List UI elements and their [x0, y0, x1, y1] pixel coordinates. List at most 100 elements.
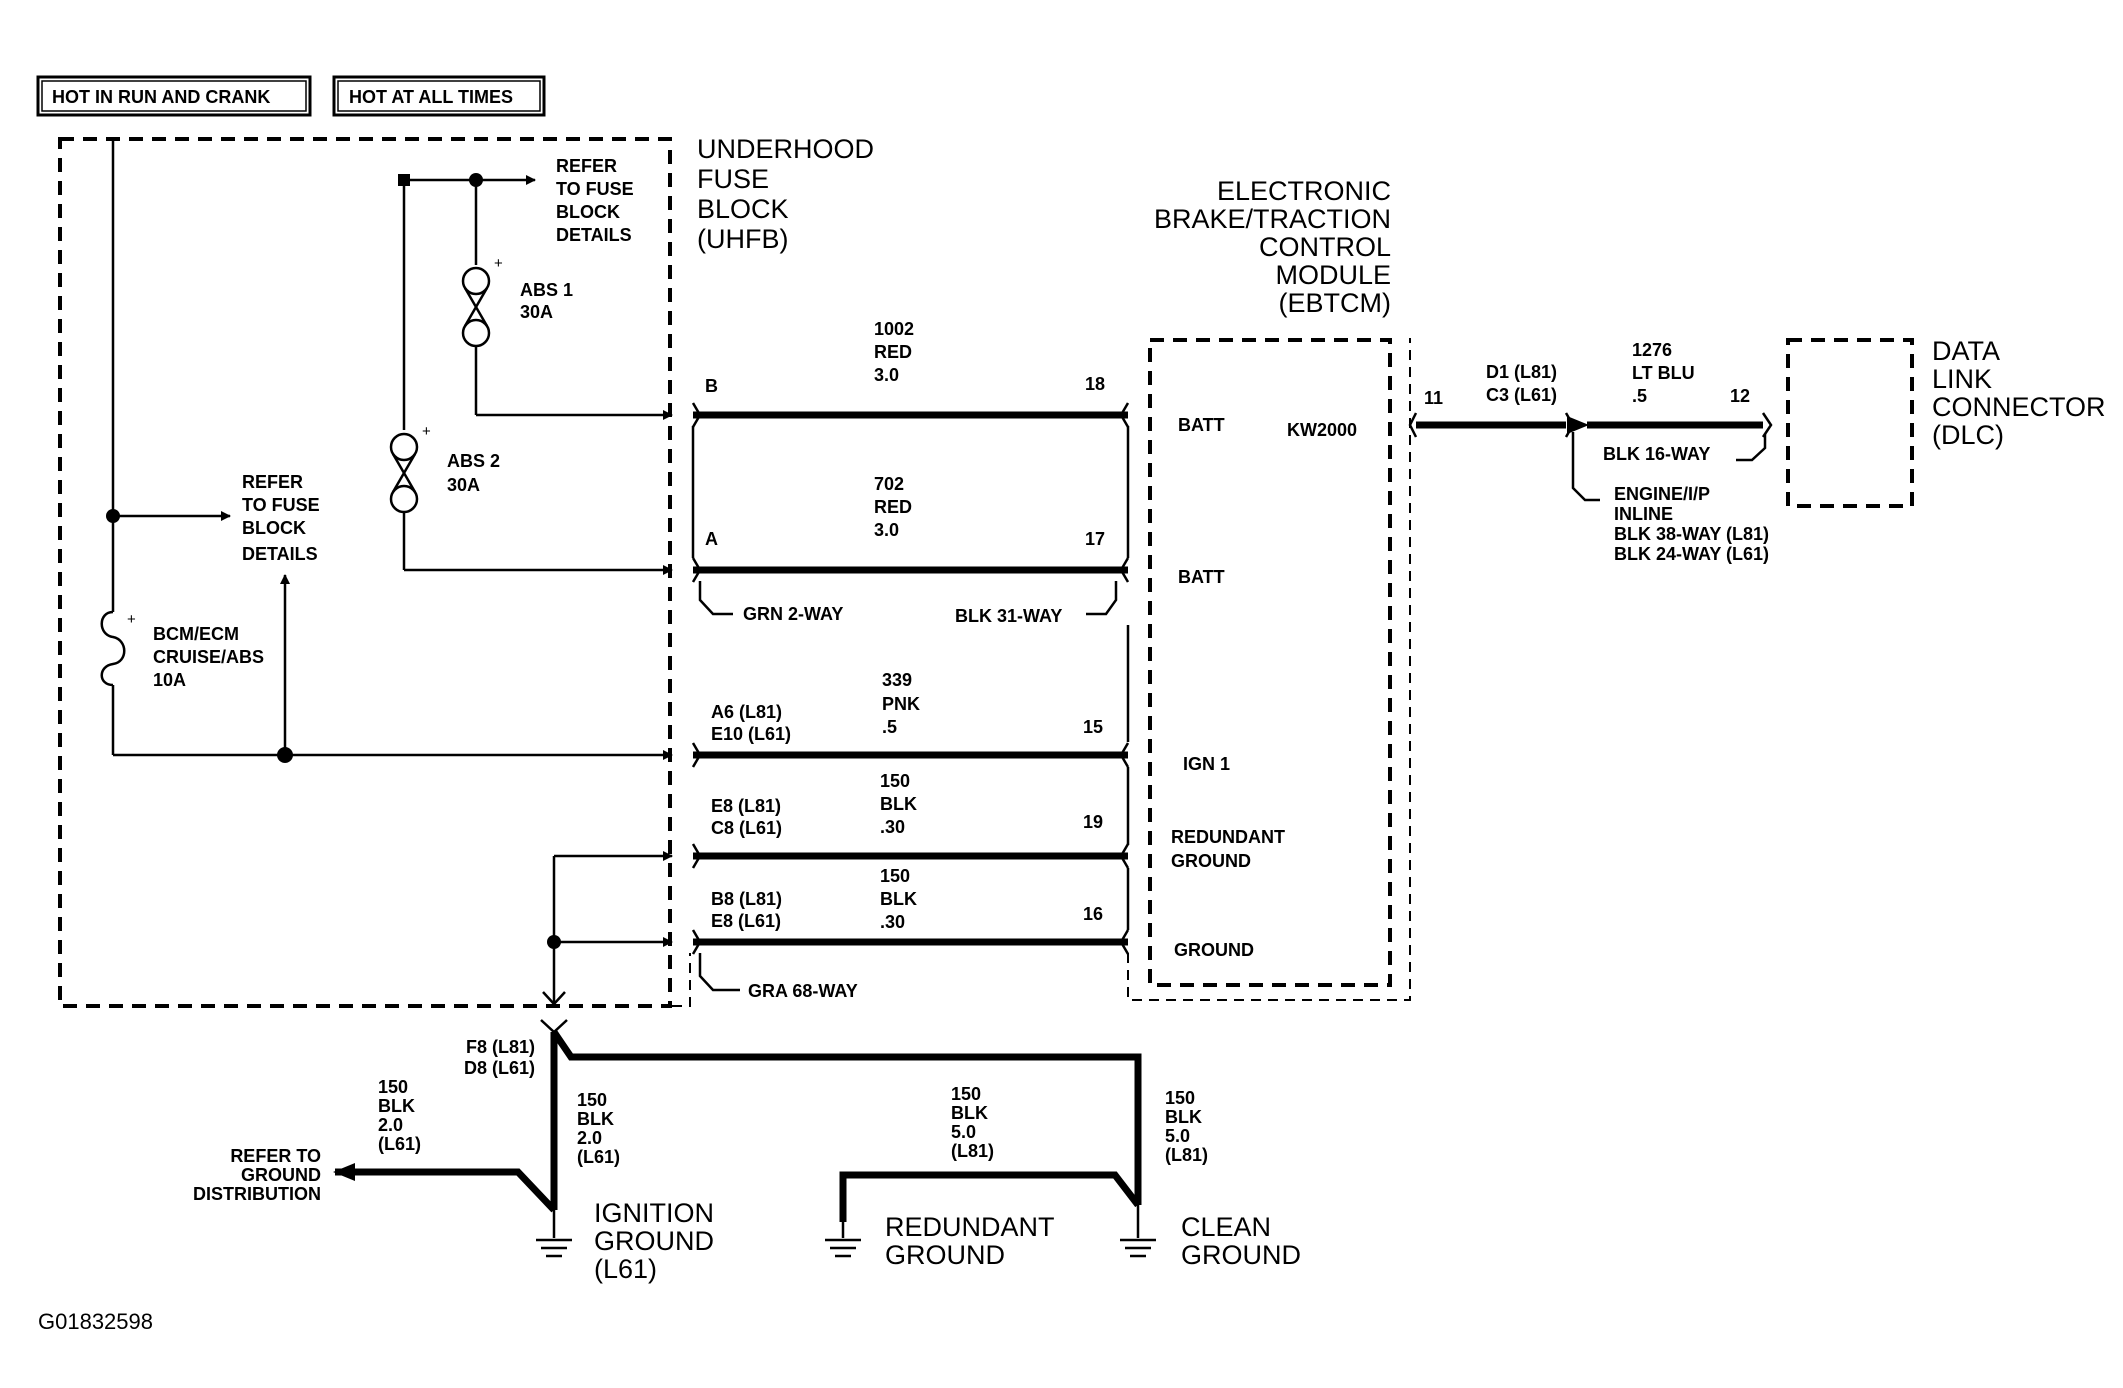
svg-text:GROUND: GROUND	[1181, 1240, 1301, 1270]
svg-text:(L61): (L61)	[577, 1147, 620, 1167]
svg-text:BATT: BATT	[1178, 415, 1225, 435]
ground-wire-d-labels: 150 BLK 5.0 (L81)	[1165, 1088, 1208, 1165]
hot-in-run-label-box: HOT IN RUN AND CRANK	[36, 75, 312, 117]
engine-ip-inline-label: ENGINE/I/P INLINE BLK 38-WAY (L81) BLK 2…	[1614, 484, 1769, 564]
svg-text:F8 (L81): F8 (L81)	[466, 1037, 535, 1057]
svg-text:DISTRIBUTION: DISTRIBUTION	[193, 1184, 321, 1204]
svg-text:TO FUSE: TO FUSE	[242, 495, 320, 515]
svg-text:18: 18	[1085, 374, 1105, 394]
refer-to-ground-distribution: REFER TO GROUND DISTRIBUTION	[193, 1146, 321, 1204]
ground-wiring	[333, 1019, 1142, 1222]
svg-text:E10 (L61): E10 (L61)	[711, 724, 791, 744]
svg-text:16: 16	[1083, 904, 1103, 924]
svg-text:TO FUSE: TO FUSE	[556, 179, 634, 199]
svg-text:REDUNDANT: REDUNDANT	[1171, 827, 1285, 847]
svg-text:KW2000: KW2000	[1287, 420, 1357, 440]
svg-text:RED: RED	[874, 497, 912, 517]
svg-text:10A: 10A	[153, 670, 186, 690]
svg-text:CLEAN: CLEAN	[1181, 1212, 1271, 1242]
circuit-150b-labels: 150 BLK .30 B8 (L81) E8 (L61) 16	[711, 866, 1103, 932]
svg-text:17: 17	[1085, 529, 1105, 549]
svg-text:+: +	[422, 423, 431, 440]
svg-text:IGN 1: IGN 1	[1183, 754, 1230, 774]
svg-text:CRUISE/ABS: CRUISE/ABS	[153, 647, 264, 667]
circuit-702-labels: 702 RED 3.0 A 17	[705, 474, 1105, 549]
svg-text:INLINE: INLINE	[1614, 504, 1673, 524]
svg-text:+: +	[127, 611, 136, 628]
ground-wire-c-labels: 150 BLK 5.0 (L81)	[951, 1084, 994, 1161]
svg-text:(DLC): (DLC)	[1932, 420, 2004, 450]
circuit-702-wire	[691, 557, 1130, 583]
circuit-150a-labels: 150 BLK .30 E8 (L81) C8 (L61) 19	[711, 771, 1103, 838]
svg-text:150: 150	[951, 1084, 981, 1104]
svg-text:D1 (L81): D1 (L81)	[1486, 362, 1557, 382]
svg-text:REFER: REFER	[556, 156, 617, 176]
svg-text:ABS 2: ABS 2	[447, 451, 500, 471]
svg-text:.30: .30	[880, 912, 905, 932]
svg-text:12: 12	[1730, 386, 1750, 406]
grn-2-way-label: GRN 2-WAY	[743, 604, 843, 624]
svg-text:(L81): (L81)	[1165, 1145, 1208, 1165]
svg-text:(L81): (L81)	[951, 1141, 994, 1161]
svg-text:FUSE: FUSE	[697, 164, 769, 194]
svg-text:C3 (L61): C3 (L61)	[1486, 385, 1557, 405]
redundant-ground-label: REDUNDANT GROUND	[885, 1212, 1055, 1270]
svg-text:BLK 38-WAY (L81): BLK 38-WAY (L81)	[1614, 524, 1769, 544]
data-link-wire-labels: 11 D1 (L81) C3 (L61) 1276 LT BLU .5 12	[1424, 340, 1750, 408]
svg-text:150: 150	[577, 1090, 607, 1110]
svg-text:150: 150	[880, 771, 910, 791]
svg-text:BLK: BLK	[577, 1109, 614, 1129]
svg-text:C8 (L61): C8 (L61)	[711, 818, 782, 838]
ground-splice-label: F8 (L81) D8 (L61)	[464, 1037, 535, 1078]
svg-text:339: 339	[882, 670, 912, 690]
svg-text:(EBTCM): (EBTCM)	[1279, 288, 1391, 318]
svg-text:+: +	[494, 255, 503, 272]
refer-fuse-block-mid: REFER TO FUSE BLOCK DETAILS	[242, 472, 320, 564]
svg-text:150: 150	[1165, 1088, 1195, 1108]
svg-text:(UHFB): (UHFB)	[697, 224, 788, 254]
svg-text:CONNECTOR: CONNECTOR	[1932, 392, 2106, 422]
svg-text:(L61): (L61)	[594, 1254, 657, 1284]
svg-text:DATA: DATA	[1932, 336, 2000, 366]
svg-text:BLOCK: BLOCK	[697, 194, 789, 224]
svg-text:2.0: 2.0	[577, 1128, 602, 1148]
svg-text:LT BLU: LT BLU	[1632, 363, 1695, 383]
circuit-1002-wire	[691, 402, 1130, 428]
svg-text:5.0: 5.0	[951, 1122, 976, 1142]
ebtcm-pin-labels: BATT BATT IGN 1 REDUNDANT GROUND GROUND …	[1171, 415, 1357, 960]
abs1-fuse-icon: +	[461, 255, 503, 348]
svg-text:3.0: 3.0	[874, 520, 899, 540]
svg-text:DETAILS: DETAILS	[242, 544, 318, 564]
svg-text:ENGINE/I/P: ENGINE/I/P	[1614, 484, 1710, 504]
uhfb-outline	[58, 137, 672, 1008]
ground-wire-b-labels: 150 BLK 2.0 (L61)	[577, 1090, 620, 1167]
svg-text:11: 11	[1424, 388, 1443, 408]
gra-68-way-label: GRA 68-WAY	[748, 981, 858, 1001]
ignition-ground-icon	[536, 1210, 572, 1258]
clean-ground-icon	[1120, 1205, 1156, 1258]
svg-text:GROUND: GROUND	[885, 1240, 1005, 1270]
connector-brackets	[672, 338, 1411, 1007]
svg-text:GROUND: GROUND	[1171, 851, 1251, 871]
svg-text:PNK: PNK	[882, 694, 920, 714]
svg-text:.30: .30	[880, 817, 905, 837]
svg-text:GROUND: GROUND	[1174, 940, 1254, 960]
hot-at-all-times-label-box: HOT AT ALL TIMES	[332, 75, 546, 117]
svg-text:2.0: 2.0	[378, 1115, 403, 1135]
svg-text:BCM/ECM: BCM/ECM	[153, 624, 239, 644]
svg-text:30A: 30A	[447, 475, 480, 495]
svg-text:E8 (L61): E8 (L61)	[711, 911, 781, 931]
svg-text:BLK: BLK	[378, 1096, 415, 1116]
svg-text:.5: .5	[882, 717, 897, 737]
svg-text:CONTROL: CONTROL	[1259, 232, 1391, 262]
uhfb-title: UNDERHOOD FUSE BLOCK (UHFB)	[697, 134, 874, 254]
svg-text:BLK: BLK	[1165, 1107, 1202, 1127]
svg-text:5.0: 5.0	[1165, 1126, 1190, 1146]
bcm-fuse-icon: +	[100, 610, 136, 687]
svg-text:15: 15	[1083, 717, 1103, 737]
svg-text:1276: 1276	[1632, 340, 1672, 360]
svg-text:REFER TO: REFER TO	[230, 1146, 321, 1166]
hot-in-run-label: HOT IN RUN AND CRANK	[52, 87, 270, 107]
svg-text:D8 (L61): D8 (L61)	[464, 1058, 535, 1078]
